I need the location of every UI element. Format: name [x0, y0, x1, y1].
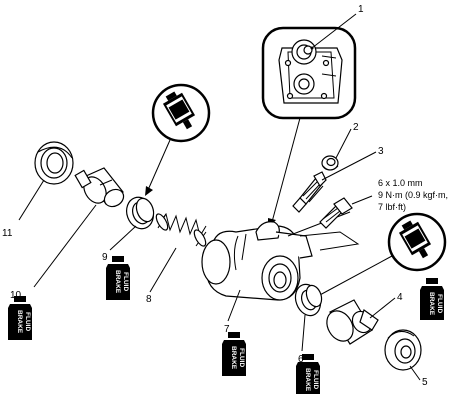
part-dust-boot-right [384, 329, 422, 371]
callout-10: 10 [10, 290, 22, 301]
callout-9: 9 [102, 252, 108, 263]
brake-fluid-bottle-label: FLUID [122, 272, 129, 291]
grease-tube-icon [398, 220, 432, 259]
brake-fluid-bottle-label: FLUID [312, 370, 319, 389]
brake-fluid-bottle-label: FLUID [238, 348, 245, 367]
callout-11: 11 [2, 228, 13, 239]
grease-inset-right [312, 212, 447, 300]
grease-tube-icon [162, 91, 196, 130]
brake-fluid-bottle-icon: BRAKE FLUID [8, 296, 32, 340]
callout-1-leader [310, 13, 357, 50]
torque-spec-line-1: 6 x 1.0 mm [378, 178, 423, 188]
torque-spec: 6 x 1.0 mm 9 N·m (0.9 kgf·m, 7 lbf·ft) [378, 178, 448, 212]
part-piston-cup-left [126, 196, 155, 230]
callout-5: 5 [422, 377, 428, 388]
part-mounting-bolt [319, 195, 373, 229]
brake-fluid-bottle-label: FLUID [436, 294, 443, 313]
brake-fluid-bottle-label: BRAKE [230, 346, 237, 370]
part-dust-boot-left [34, 141, 74, 185]
callout-8: 8 [146, 294, 152, 305]
torque-spec-line-2: 9 N·m (0.9 kgf·m, [378, 190, 448, 200]
callout-leaders [18, 128, 421, 381]
grease-inset-left [145, 83, 211, 196]
brake-fluid-bottle-icon: BRAKE FLUID [296, 354, 320, 394]
torque-spec-line-3: 7 lbf·ft) [378, 202, 406, 212]
callout-3: 3 [378, 146, 384, 157]
brake-fluid-bottle-icon: BRAKE FLUID [106, 256, 130, 300]
brake-fluid-bottle-label: BRAKE [304, 368, 311, 392]
part-bleeder-screw [292, 171, 327, 213]
part-piston-cup-right [294, 283, 323, 317]
part-spring [155, 212, 207, 247]
brake-fluid-bottle-label: FLUID [24, 312, 31, 331]
callout-6: 6 [298, 354, 304, 365]
brake-fluid-bottle-label: BRAKE [114, 270, 121, 294]
arrow-icon [145, 186, 153, 196]
callout-2: 2 [353, 122, 359, 133]
callout-1: 1 [358, 4, 364, 15]
bleeder-detail-inset [261, 26, 357, 228]
callout-4: 4 [397, 292, 403, 303]
brake-fluid-bottle-icon: BRAKE FLUID [420, 278, 444, 320]
part-piston-right [326, 299, 379, 345]
callout-7: 7 [224, 324, 230, 335]
part-bleeder-cap [321, 155, 339, 171]
callout-labels: 1 2 3 4 5 6 7 8 9 10 11 [2, 4, 428, 388]
brake-fluid-bottle-label: BRAKE [16, 310, 23, 334]
part-piston-left [74, 167, 125, 208]
part-wheel-cylinder-body [201, 211, 360, 301]
brake-fluid-bottle-icon: BRAKE FLUID [222, 332, 246, 376]
brake-fluid-bottle-label: BRAKE [428, 292, 435, 316]
